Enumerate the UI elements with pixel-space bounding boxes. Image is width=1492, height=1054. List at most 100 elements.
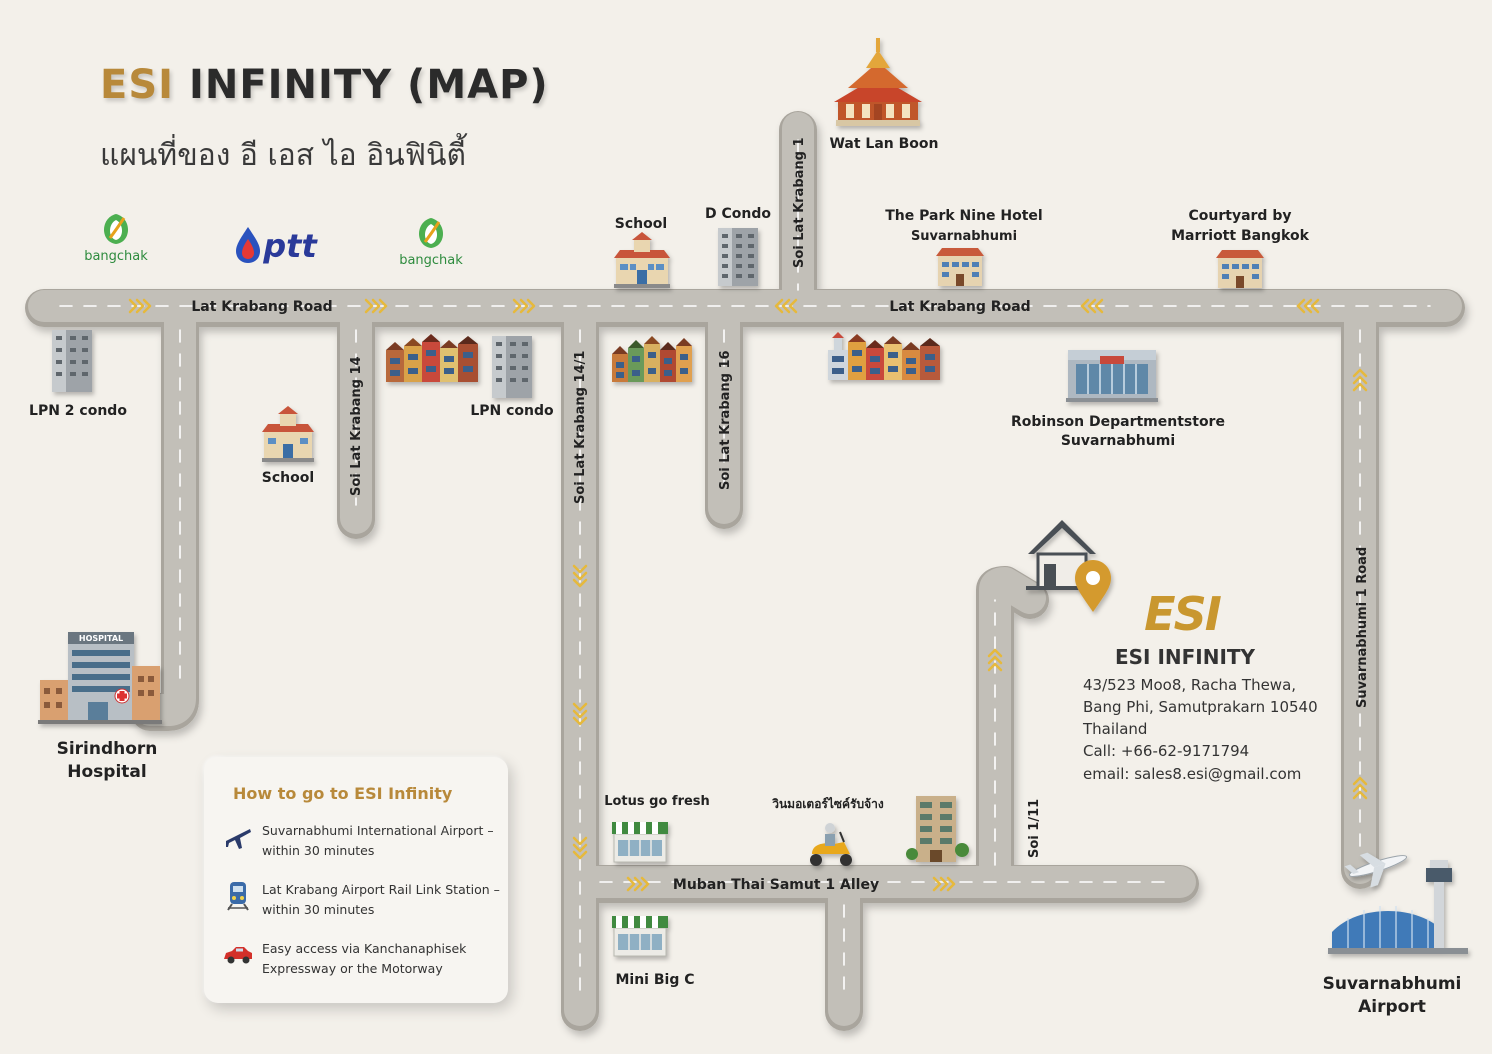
- label-lat-krabang-west: Lat Krabang Road: [191, 299, 332, 315]
- direction-arrows: [128, 298, 1368, 892]
- place-school-left: School: [262, 470, 314, 486]
- label-soi-1-11: Soi 1/11: [1027, 799, 1042, 858]
- title-rest: INFINITY (MAP): [188, 62, 549, 108]
- esi-address: 43/523 Moo8, Racha Thewa, Bang Phi, Samu…: [1082, 676, 1318, 783]
- place-hospital-2: Hospital: [67, 762, 146, 782]
- legend-item-airport: Suvarnabhumi International Airport –with…: [222, 821, 502, 865]
- chevron-arrow-icon: [1303, 298, 1313, 314]
- esi-logo: ESI: [1144, 587, 1222, 641]
- store-icon: [612, 916, 668, 957]
- ptt-logo-icon: [236, 227, 260, 263]
- chevron-arrow-icon: [1352, 375, 1368, 385]
- department-store-icon: [1066, 350, 1158, 402]
- chevron-arrow-icon: [1296, 298, 1306, 314]
- place-school-top: School: [615, 216, 667, 232]
- label-lat-krabang-east: Lat Krabang Road: [889, 299, 1030, 315]
- place-courtyard-2: Marriott Bangkok: [1171, 228, 1310, 244]
- label-soi-16: Soi Lat Krabang 16: [718, 350, 733, 490]
- chevron-arrow-icon: [378, 298, 388, 314]
- chevron-arrow-icon: [1087, 298, 1097, 314]
- place-park-nine-1: The Park Nine Hotel: [885, 208, 1042, 224]
- place-courtyard-1: Courtyard by: [1189, 208, 1292, 224]
- shophouses-icon: [612, 336, 692, 382]
- esi-address-line: Thailand: [1082, 720, 1147, 738]
- condo-tower-icon: [718, 228, 758, 286]
- legend-text: Lat Krabang Airport Rail Link Station –: [262, 882, 500, 897]
- chevron-arrow-icon: [946, 876, 956, 892]
- store-icon: [612, 822, 668, 863]
- chevron-arrow-icon: [135, 298, 145, 314]
- school-icon: [262, 406, 314, 462]
- place-d-condo: D Condo: [705, 206, 771, 222]
- motorbike-icon: [810, 823, 852, 866]
- esi-phone: Call: +66-62-9171794: [1083, 742, 1249, 760]
- chevron-arrow-icon: [987, 648, 1003, 658]
- chevron-arrow-icon: [512, 298, 522, 314]
- location-pin-icon: [1075, 560, 1111, 612]
- place-lpn2: LPN 2 condo: [29, 403, 127, 419]
- directions-legend: How to go to ESI Infinity Suvarnabhumi I…: [204, 757, 508, 1003]
- chevron-arrow-icon: [572, 716, 588, 726]
- place-wat-lan-boon: Wat Lan Boon: [829, 136, 938, 152]
- shophouses-icon: [386, 334, 478, 382]
- shophouses-icon: [828, 332, 940, 380]
- bangchak-logo-icon: [419, 218, 443, 248]
- esi-email: email: sales8.esi@gmail.com: [1083, 765, 1301, 783]
- chevron-arrow-icon: [1094, 298, 1104, 314]
- bangchak-logo-icon: [104, 214, 128, 244]
- esi-address-line: 43/523 Moo8, Racha Thewa,: [1083, 676, 1296, 694]
- chevron-arrow-icon: [1352, 776, 1368, 786]
- place-hospital-1: Sirindhorn: [57, 739, 158, 759]
- chevron-arrow-icon: [987, 655, 1003, 665]
- place-park-nine-2: Suvarnabhumi: [911, 229, 1017, 244]
- chevron-arrow-icon: [572, 843, 588, 853]
- place-robinson-1: Robinson Departmentstore: [1011, 414, 1225, 430]
- car-icon: [224, 947, 252, 964]
- legend-item-train: Lat Krabang Airport Rail Link Station –w…: [222, 880, 502, 924]
- place-robinson-2: Suvarnabhumi: [1061, 433, 1175, 449]
- chevron-arrow-icon: [633, 876, 643, 892]
- chevron-arrow-icon: [939, 876, 949, 892]
- chevron-arrow-icon: [781, 298, 791, 314]
- label-soi-1: Soi Lat Krabang 1: [792, 137, 807, 268]
- chevron-arrow-icon: [572, 578, 588, 588]
- chevron-arrow-icon: [932, 876, 942, 892]
- airplane-icon: [1344, 852, 1408, 888]
- hospital-icon: HOSPITAL: [38, 632, 162, 724]
- label-suvarnabhumi-1: Suvarnabhumi 1 Road: [1355, 547, 1370, 708]
- label-soi-14-1: Soi Lat Krabang 14/1: [573, 351, 588, 504]
- place-lotus: Lotus go fresh: [604, 794, 710, 809]
- chevron-arrow-icon: [142, 298, 152, 314]
- chevron-arrow-icon: [572, 709, 588, 719]
- chevron-arrow-icon: [788, 298, 798, 314]
- legend-text: within 30 minutes: [262, 843, 375, 858]
- temple-icon: [834, 38, 922, 126]
- page-subtitle: แผนที่ของ อี เอส ไอ อินฟินิตี้: [100, 138, 466, 173]
- chevron-arrow-icon: [572, 850, 588, 860]
- school-icon: [614, 232, 670, 288]
- bangchak-label-2: bangchak: [399, 253, 463, 268]
- place-lpn: LPN condo: [470, 403, 554, 419]
- condo-tower-icon: [52, 330, 92, 392]
- chevron-arrow-icon: [640, 876, 650, 892]
- esi-address-line: Bang Phi, Samutprakarn 10540: [1083, 698, 1318, 716]
- place-airport-2: Airport: [1358, 997, 1426, 1017]
- label-muban: Muban Thai Samut 1 Alley: [673, 877, 879, 893]
- chevron-arrow-icon: [128, 298, 138, 314]
- chevron-arrow-icon: [572, 836, 588, 846]
- chevron-arrow-icon: [572, 571, 588, 581]
- chevron-arrow-icon: [1352, 382, 1368, 392]
- legend-title: How to go to ESI Infinity: [233, 784, 453, 803]
- chevron-arrow-icon: [364, 298, 374, 314]
- train-icon: [227, 882, 249, 911]
- chevron-arrow-icon: [1080, 298, 1090, 314]
- condo-tower-icon: [492, 336, 532, 398]
- label-soi-14: Soi Lat Krabang 14: [349, 356, 364, 496]
- title-brand: ESI: [100, 62, 175, 108]
- chevron-arrow-icon: [774, 298, 784, 314]
- ptt-label: ptt: [262, 227, 318, 265]
- place-mini-big-c: Mini Big C: [615, 972, 694, 988]
- chevron-arrow-icon: [626, 876, 636, 892]
- chevron-arrow-icon: [1352, 783, 1368, 793]
